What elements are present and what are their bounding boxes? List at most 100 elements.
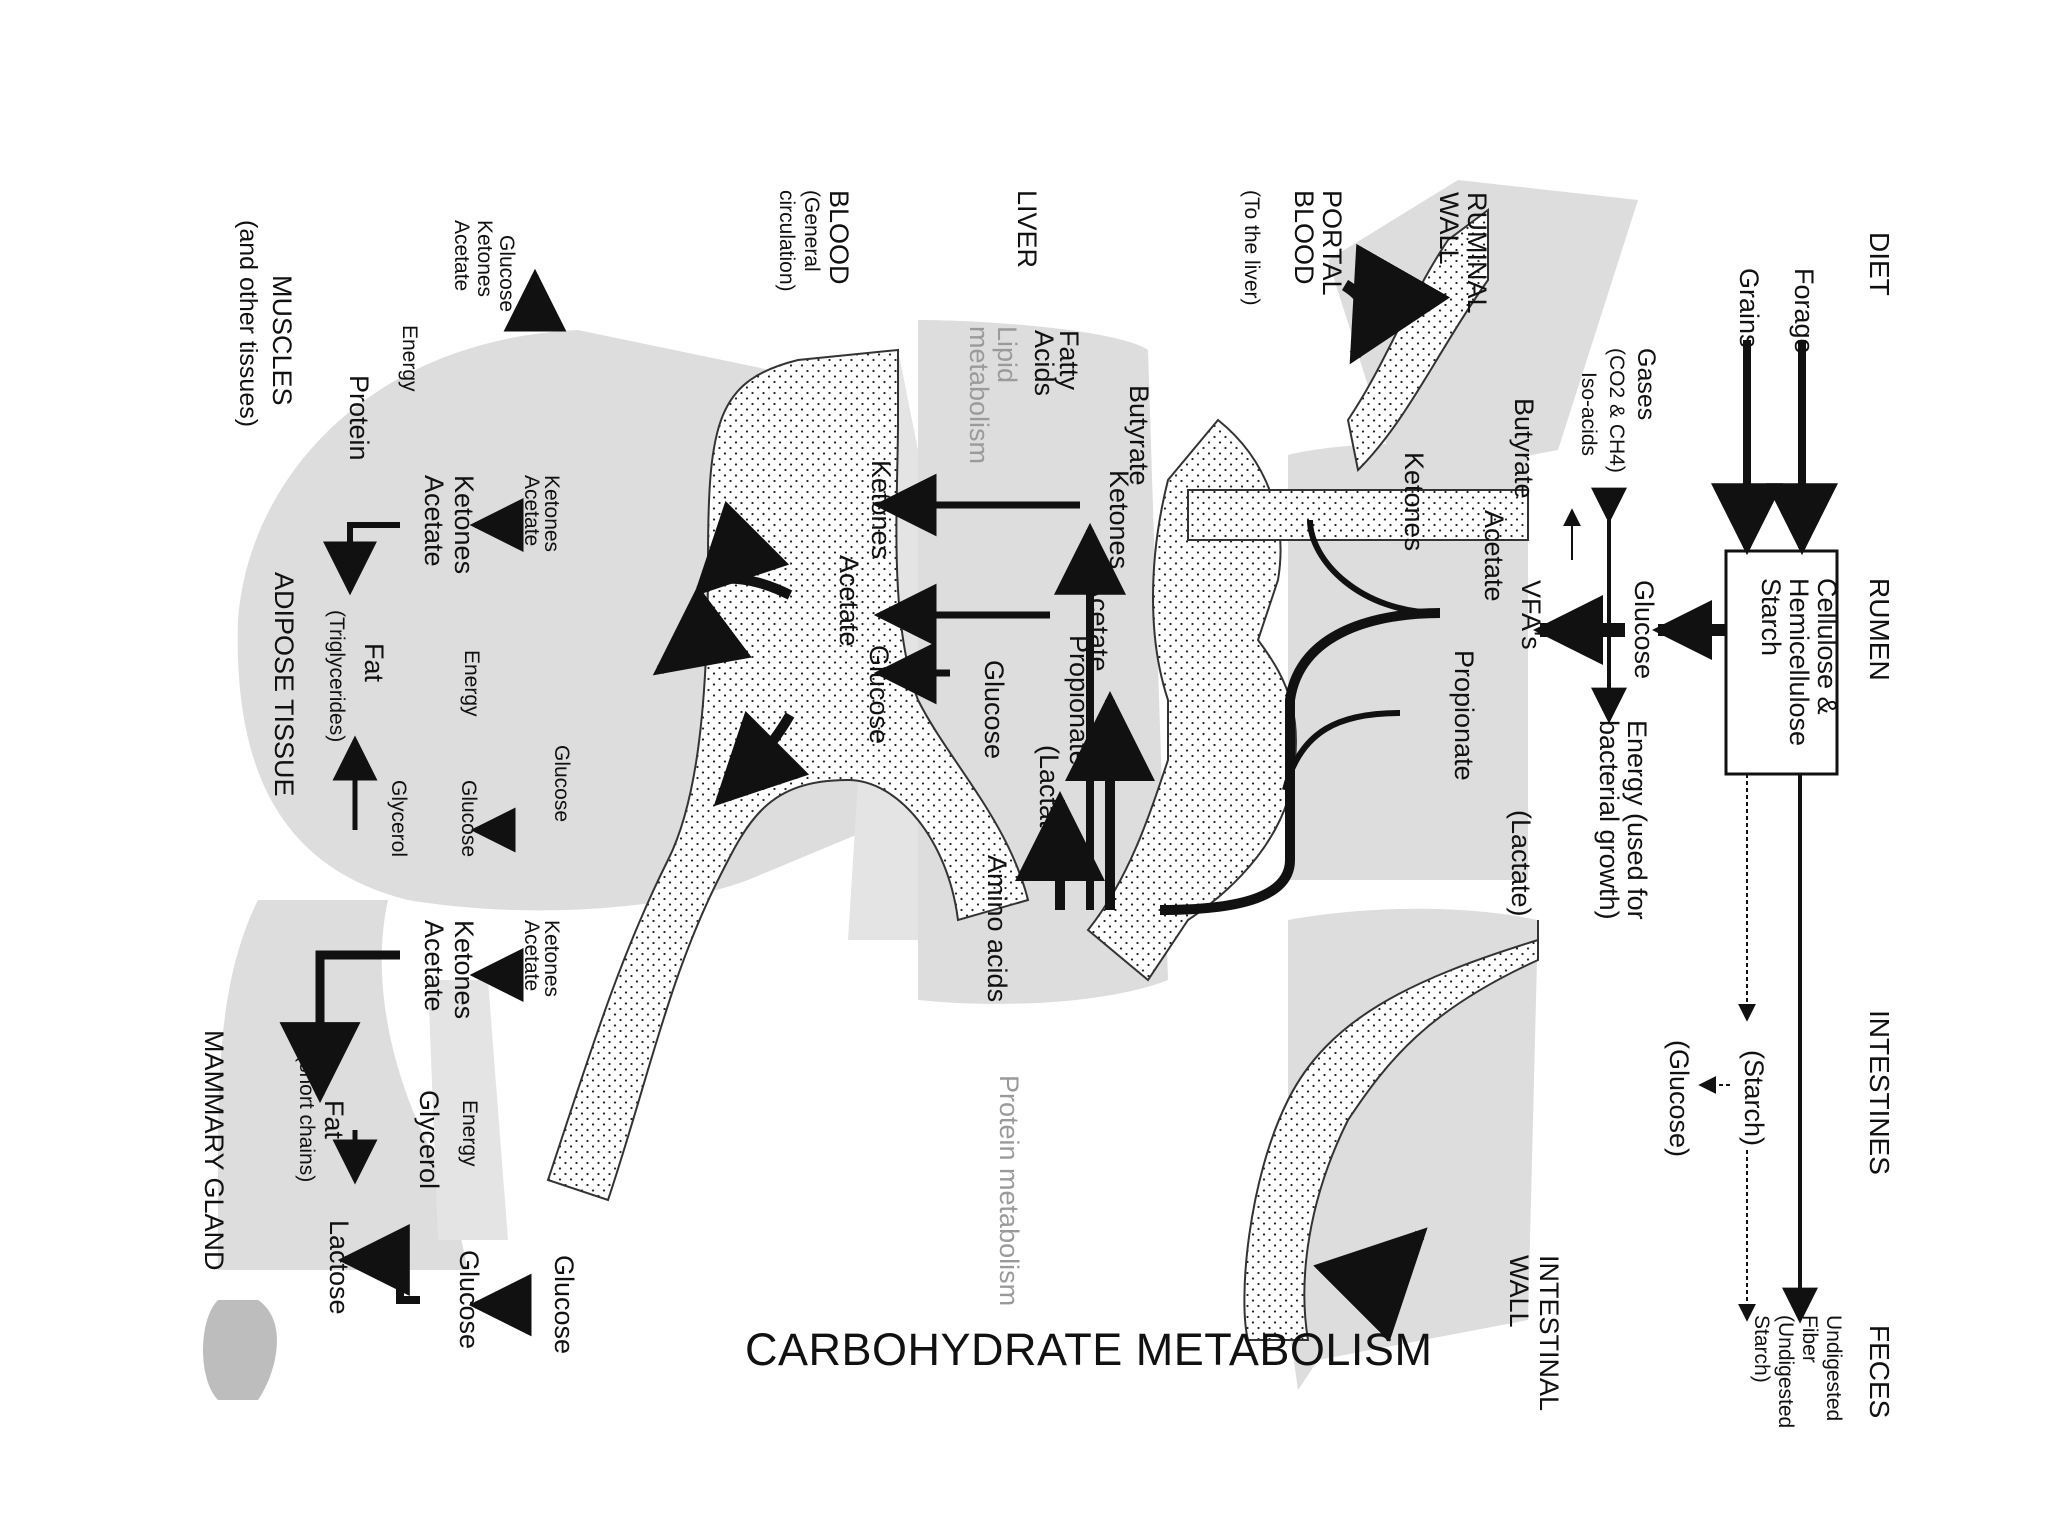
label-adipose-vessel-acetate: Acetate [520,475,543,546]
label-liver-butyrate: Butyrate [1124,385,1154,486]
intestinal-wall-region [428,980,508,1240]
label-rumen-butyrate: Butyrate [1509,398,1539,499]
label-mammary-vessel-ketones: Ketones [540,920,563,997]
feces-blob [203,1300,277,1400]
header-adipose: ADIPOSE TISSUE [269,572,299,797]
label-mammary-lactose: Lactose [324,1220,354,1315]
adipose-region [1288,443,1528,880]
vfa-path-2 [1307,519,1441,616]
header-rumen: RUMEN [1864,578,1895,681]
label-rumen-propionate: Propionate [1449,650,1479,781]
label-mammary-glycerol: Glycerol [414,1090,444,1189]
mammary-lactose-arrow [337,1224,420,1304]
label-mammary-acetate: Acetate [419,920,449,1012]
label-wall-ketones: Ketones [1399,452,1429,551]
label-muscle-glucose: Glucose [495,235,518,312]
arrow-group [279,243,1839,1342]
label-isoacids: Iso-acids [1577,372,1600,456]
header-diet: DIET [1864,232,1895,296]
label-energy-2: bacterial growth) [1594,720,1624,920]
blood-to-muscle-arrow [693,500,793,600]
label-mammary-ketones: Ketones [449,920,479,1019]
label-gases: Gases [1632,348,1660,420]
label-adipose-energy: Energy [460,650,483,717]
label-mammary-vessel-acetate: Acetate [520,920,543,991]
label-liver-glucose: Glucose [979,660,1009,759]
header-group: DIETRUMENINTESTINESFECESRUMINALWALLPORTA… [199,190,1895,1418]
label-energy: Energy (used for [1622,720,1652,920]
adipose-fat-arrow [323,522,400,596]
label-blood-glucose: Glucose [864,645,894,744]
label-adipose-glucose: Glucose [457,780,480,857]
header-feces: FECES [1864,1325,1895,1418]
label-muscle-protein: Protein [344,375,374,461]
label-adipose-vessel-glucose: Glucose [550,745,573,822]
label-gases-2: (CO2 & CH4) [1605,348,1628,473]
label-muscle-acetate: Acetate [450,220,473,291]
label-adipose-acetate: Acetate [419,475,449,567]
header-ruminal-wall-2: WALL [1434,192,1464,265]
label-box-3: Starch [1756,578,1786,656]
label-forage: Forage [1789,268,1819,354]
label-blood-acetate: Acetate [834,555,864,647]
header-intestines: INTESTINES [1864,1010,1895,1175]
header-portal-3: (To the liver) [1240,190,1263,306]
label-feces-3: (Undigested [1774,1315,1797,1428]
intestinal-arrow [1313,1227,1428,1342]
label-adipose-vessel-ketones: Ketones [540,475,563,552]
label-int-glucose: (Glucose) [1664,1040,1694,1157]
vfa-path-1 [1159,608,1441,915]
header-portal: PORTAL [1317,190,1347,296]
label-liver-fatty: Fatty [1054,330,1084,391]
label-mammary-fat: Fat [319,1100,349,1140]
mammary-fat-arrow [279,950,400,1104]
label-liver-fatty-2: Acids [1029,330,1059,396]
label-feces-2: Fiber [1798,1315,1821,1363]
label-mammary-short-chains: (short chains) [295,1055,318,1182]
propionate-path [1282,710,1401,791]
label-adipose-fat: Fat [359,643,389,683]
header-muscles-2: (and other tissues) [234,220,262,427]
diagram-title: CARBOHYDRATE METABOLISM [745,1324,1433,1375]
label-liver-amino: Amino acids [982,855,1012,1002]
header-liver: LIVER [1012,190,1042,268]
label-rumen-acetate: Acetate [1479,510,1509,602]
header-blood-3: circulation) [775,190,798,292]
label-adipose-triglycerides: (Triglycerides) [325,610,348,742]
rumen-box [1724,549,1839,776]
blood-to-mammary-arrow [713,710,810,807]
header-intestinal-wall-2: WALL [1504,1255,1534,1328]
blood-to-adipose-arrow [652,585,752,676]
mammary-vessel [1243,920,1539,1341]
label-muscle-ketones: Ketones [473,220,496,297]
label-adipose-glycerol: Glycerol [387,780,410,857]
label-vfas: VFA's [1516,580,1546,650]
label-rumen-lactate: (Lactate) [1506,810,1536,917]
label-protein-metabolism: Protein metabolism [994,1075,1024,1306]
header-blood-2: (General [800,190,823,272]
label-rumen-glucose: Glucose [1629,580,1659,679]
header-muscles: MUSCLES [267,275,297,406]
label-lipid: Lipid [992,326,1022,383]
central-vessel [1086,418,1298,982]
label-liver-ketones: Ketones [1104,470,1134,569]
portal-arrow [1341,243,1451,365]
header-portal-2: BLOOD [1289,190,1319,285]
header-intestinal-wall: INTESTINAL [1534,1255,1564,1411]
label-box-2: Hemicellulose [1784,578,1814,746]
header-ruminal-wall: RUMINAL [1462,192,1492,314]
adipose-vessel [1187,489,1529,541]
label-mammary-energy: Energy [458,1100,481,1167]
label-adipose-ketones: Ketones [449,475,479,574]
label-int-starch: (Starch) [1739,1050,1769,1146]
label-blood-ketones: Ketones [866,460,896,559]
label-lipid-2: metabolism [964,326,994,464]
header-blood: BLOOD [824,190,854,285]
label-grains: Grains [1734,268,1764,348]
header-mammary: MAMMARY GLAND [199,1030,229,1271]
label-feces-4: Starch) [1750,1315,1773,1383]
label-mammary-vessel-glucose: Glucose [549,1255,579,1354]
label-feces-1: Undigested [1822,1315,1845,1421]
